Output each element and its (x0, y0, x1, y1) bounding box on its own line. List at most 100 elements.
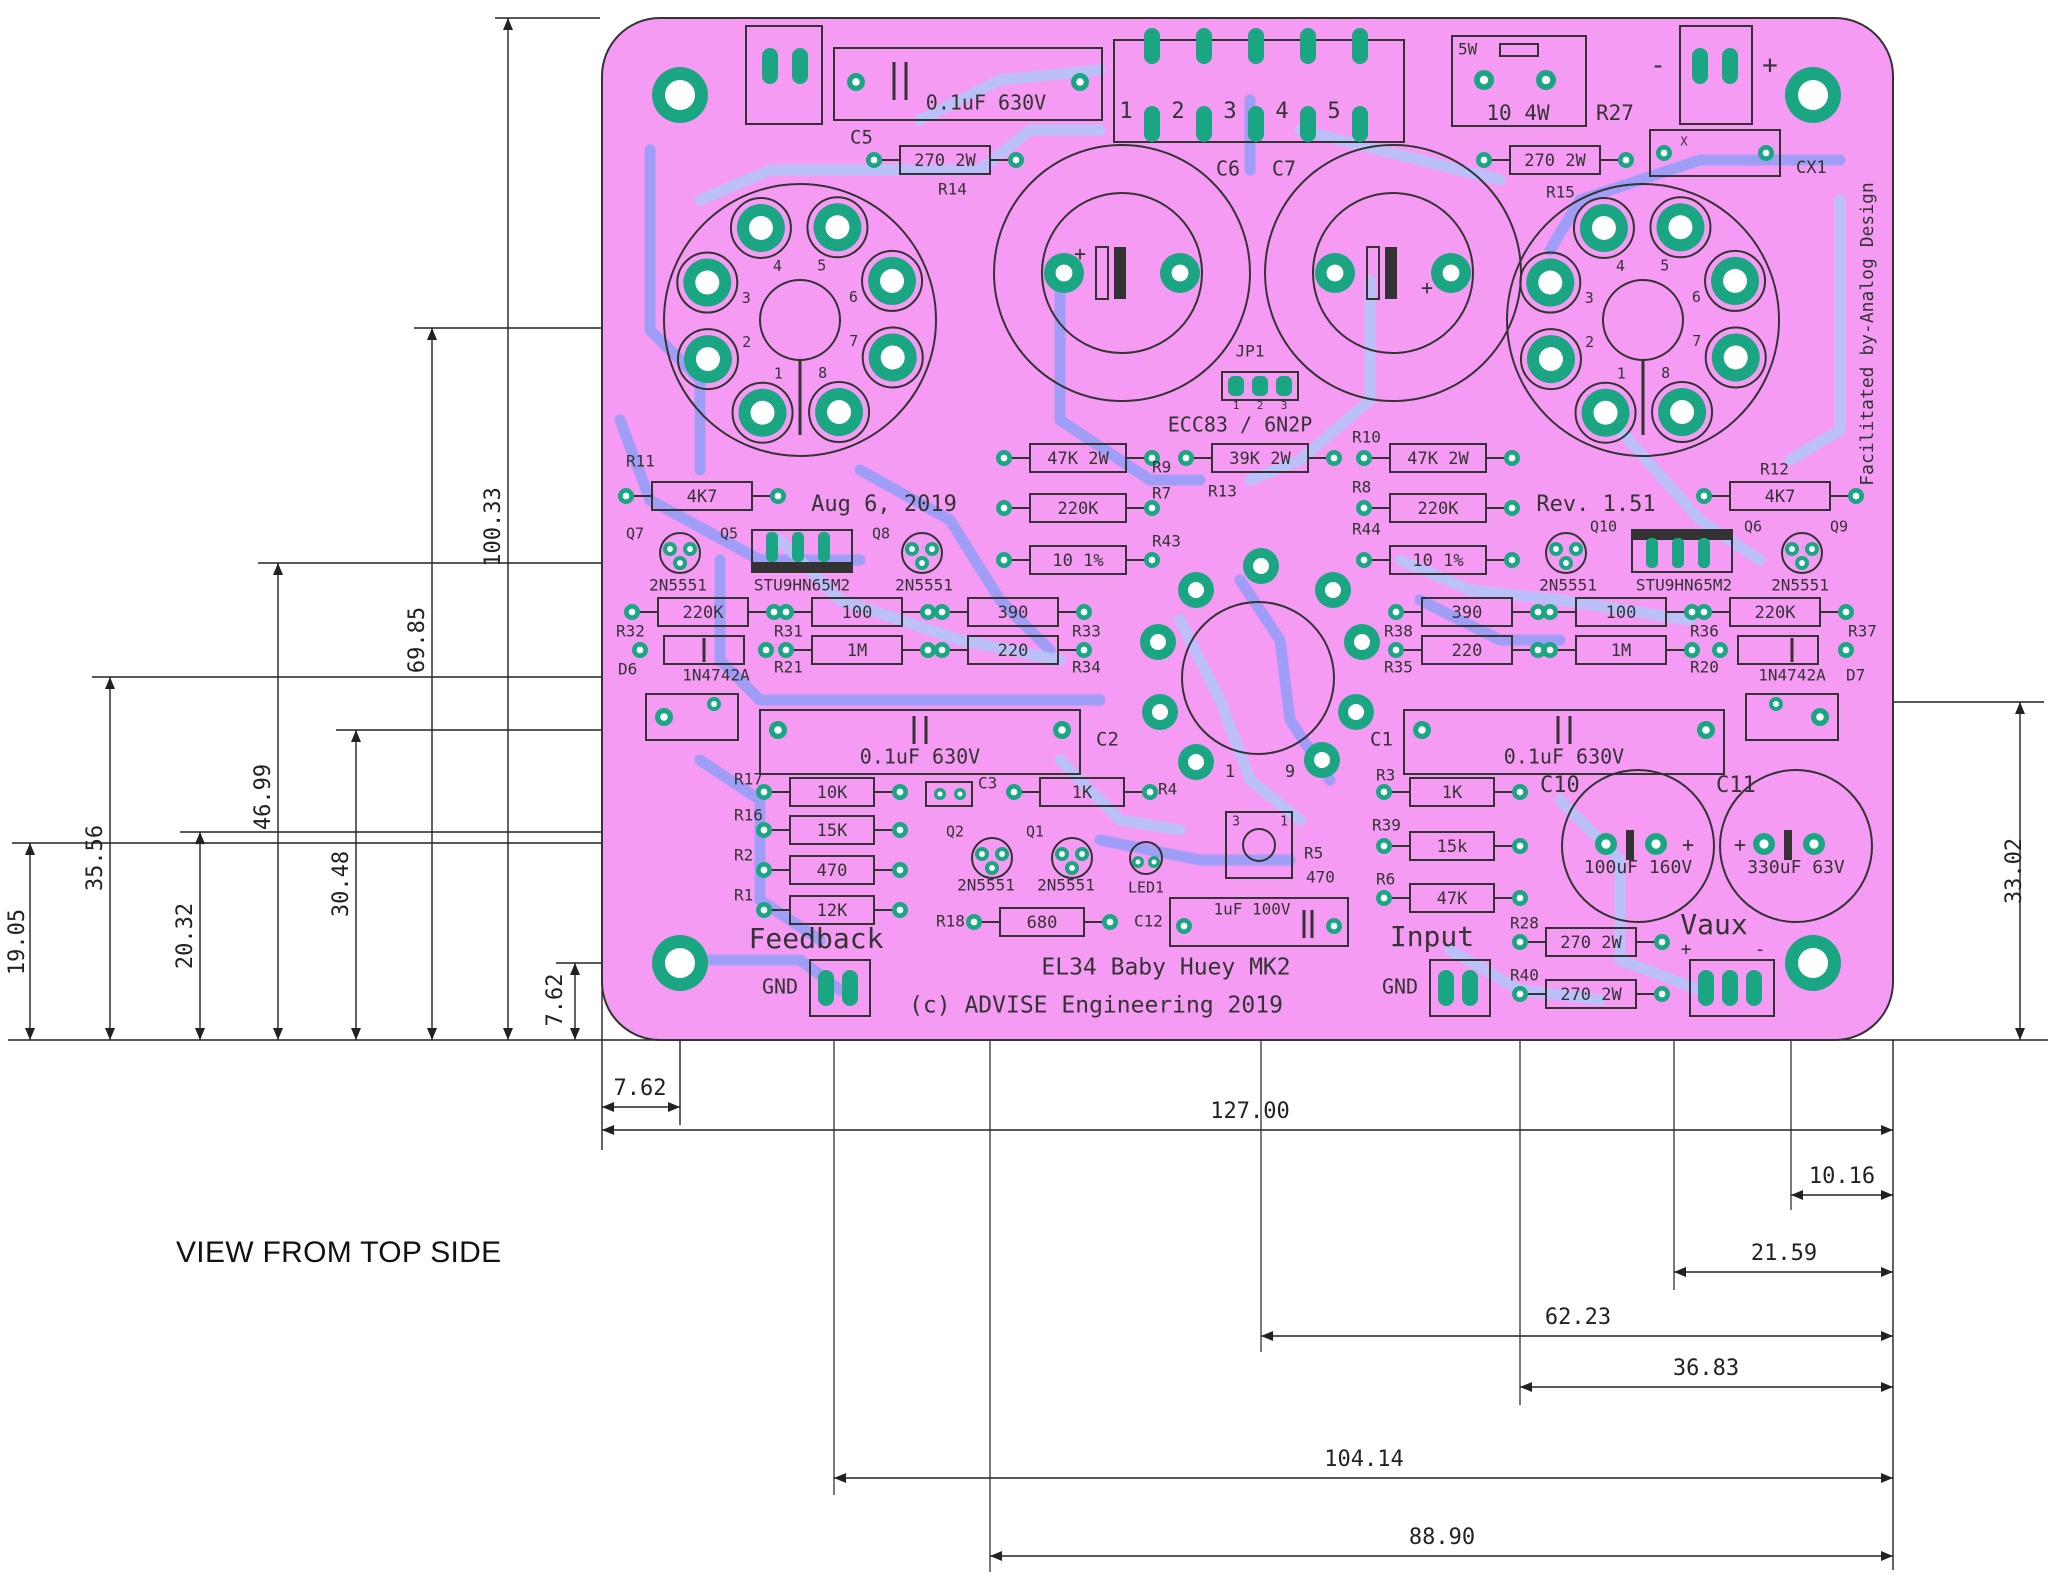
elcap-plate-C10 (1626, 830, 1634, 860)
left-tube-pin-label-3: 3 (742, 289, 751, 307)
resistor-pad-a-R2-hole (760, 866, 768, 874)
bigcap-pad-a-C6-hole (1055, 264, 1073, 282)
ref-R18: R18 (936, 912, 965, 931)
cap-body-C2 (759, 709, 1081, 775)
resistor-pad-a-R27-hole (1479, 75, 1489, 85)
v-dim-label-2: 46.99 (251, 764, 276, 830)
ref-R2: R2 (734, 846, 753, 865)
ref-R36: R36 (1690, 622, 1719, 641)
left-tube-pin-hole-6 (880, 268, 905, 293)
led-pad-b-hole (1151, 859, 1157, 865)
testpoint-right-pad-b-hole (1773, 701, 1779, 707)
board-date: Aug 6, 2019 (811, 492, 957, 517)
jp1-pin-1 (1228, 376, 1244, 396)
ref-R40: R40 (1510, 966, 1539, 985)
resistor-pad-b-R13-hole (1330, 454, 1338, 462)
testpoint-left (645, 693, 739, 741)
elcap-plus-C10: + (1682, 833, 1694, 857)
v-dim-label-6: 19.05 (5, 909, 30, 975)
right-tube-pin-ring-2 (1519, 328, 1582, 391)
right-tube-pin-hole-7 (1723, 345, 1748, 370)
diode-body-D7 (1737, 635, 1819, 665)
value-R39: 15k (1437, 837, 1468, 857)
h-dim-arrow-right-7 (1881, 1551, 1893, 1561)
transistor-pad-a-Q8-hole (909, 546, 915, 552)
ref-C7: C7 (1272, 157, 1296, 181)
input-header-pin-1 (1462, 970, 1478, 1006)
right-tube-pin-label-4: 4 (1616, 257, 1625, 275)
vaux-header-pin-1 (1722, 970, 1738, 1006)
resistor-body-R27 (1451, 35, 1587, 127)
mount-hole-center-1 (665, 80, 695, 110)
value-R10: 47K 2W (1407, 449, 1469, 469)
trimmer-pin-label-1: 1 (1280, 815, 1288, 830)
trace-11 (1554, 794, 1706, 996)
resistor-pad-a-R17-hole (760, 788, 768, 796)
right-tube-pin-ring-5 (1649, 196, 1712, 259)
transistor-pad-b-Q7-hole (687, 546, 693, 552)
value-C12: 1uF 100V (1213, 900, 1290, 919)
resistor-pad-b-R34-hole (1080, 646, 1088, 654)
resistor-pad-a-R33-hole (938, 608, 946, 616)
value-R44: 10 1% (1412, 551, 1463, 571)
left-tube-pin-label-7: 7 (849, 332, 858, 350)
resistor-pad-a-R6-hole (1380, 894, 1388, 902)
resistor-pad-a-R31-hole (782, 608, 790, 616)
left-tube-pin-hole-2 (695, 347, 720, 372)
ref-Q2: Q2 (946, 823, 964, 841)
resistor-pad-b-R38-hole (1534, 608, 1542, 616)
connector-pin-label-4: 4 (1275, 99, 1288, 124)
resistor-pad-a-R34-hole (938, 646, 946, 654)
mount-hole-center-4 (1798, 948, 1828, 978)
ref-R4: R4 (1158, 780, 1177, 799)
testpoint-right (1745, 693, 1839, 741)
left-tube-pin-ring-6 (861, 249, 924, 312)
h-dim-arrow-left-3 (1674, 1267, 1686, 1277)
value-R6: 47K (1437, 889, 1468, 909)
board-copyright: (c) ADVISE Engineering 2019 (909, 993, 1283, 1019)
ref-R38: R38 (1384, 622, 1413, 641)
mosfet-pin-Q5-1 (792, 532, 804, 562)
ref-R6: R6 (1376, 870, 1395, 889)
ref-Q1: Q1 (1026, 823, 1044, 841)
ref-D6: D6 (618, 660, 637, 679)
v-dim-arrow-bottom-8 (2015, 1028, 2025, 1040)
left-tube-pin-ring-1 (731, 381, 794, 444)
mosfet-pin-Q5-2 (818, 532, 830, 562)
transistor-pad-c-Q9-hole (1799, 560, 1805, 566)
center-tube-hole-3 (1150, 634, 1166, 650)
h-dim-label-6: 104.14 (1324, 1447, 1403, 1472)
value-R14: 270 2W (914, 151, 976, 171)
trace-16 (614, 414, 866, 566)
left-tube-pin-label-2: 2 (742, 333, 751, 351)
left-tube-pin-label-1: 1 (774, 364, 783, 382)
terminal-left (745, 25, 823, 125)
resistor-pad-b-R1-hole (896, 906, 904, 914)
resistor-pad-a-R38-hole (1392, 608, 1400, 616)
ref-R37: R37 (1848, 622, 1877, 641)
cap-pad-b-C2-hole (1058, 726, 1066, 734)
center-tube-outline (1181, 601, 1335, 755)
ref-CX1: CX1 (1796, 158, 1827, 178)
bigcap-plate-a-C7 (1366, 246, 1380, 300)
center-tube-hole-5 (1152, 704, 1168, 720)
left-tube-pin-hole-5 (825, 215, 850, 240)
trace-2 (1054, 274, 1206, 486)
h-dim-label-0: 7.62 (614, 1076, 667, 1101)
jp1-pin-label-2: 2 (1257, 399, 1264, 412)
v-dim-arrow-top-4 (351, 730, 361, 742)
transistor-pad-b-Q8-hole (929, 546, 935, 552)
h-dim-label-3: 21.59 (1751, 1241, 1817, 1266)
h-dim-label-5: 36.83 (1673, 1356, 1739, 1381)
v-dim-arrow-top-5 (195, 832, 205, 844)
diode-body-D6 (663, 635, 745, 665)
value-R32: 220K (683, 603, 725, 623)
mosfet-pin-Q5-0 (766, 532, 778, 562)
transistor-pad-a-Q1-hole (1059, 851, 1065, 857)
elcap-pad-a-C11-hole (1759, 839, 1769, 849)
value-R18: 680 (1027, 913, 1058, 933)
resistor-pad-b-R21-hole (924, 646, 932, 654)
cap-pad-b-C1-hole (1702, 726, 1710, 734)
right-tube-pin-hole-1 (1593, 400, 1618, 425)
